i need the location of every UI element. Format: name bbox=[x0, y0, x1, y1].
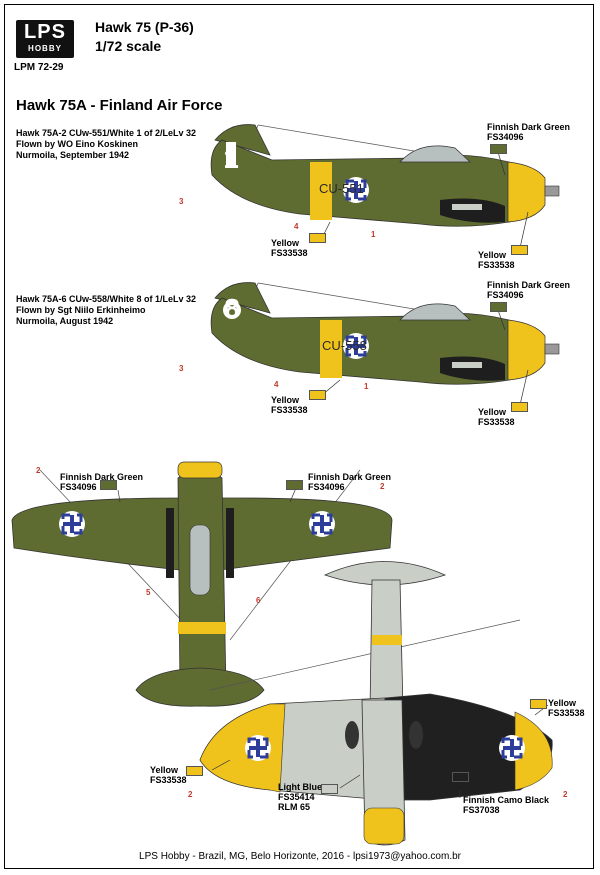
top-view-callout-6: 6 bbox=[256, 596, 261, 605]
bottom-view-blue-code-1: FS35414 bbox=[278, 792, 315, 802]
profile-2-callout-4: 4 bbox=[274, 380, 279, 389]
profile-2-yellow-right-code: FS33538 bbox=[478, 417, 515, 427]
bottom-view-yellow-left-swatch bbox=[186, 766, 203, 776]
profile-1-caption-line-1: Hawk 75A-2 CUw-551/White 1 of 2/LeLv 32 bbox=[16, 128, 197, 138]
profile-2-caption-line-2: Flown by Sgt Niilo Erkinheimo bbox=[16, 305, 146, 315]
profile-2-yellow-left-code: FS33538 bbox=[271, 405, 308, 415]
profile-1-callout-4: 4 bbox=[294, 222, 299, 231]
profile-2-caption-line-1: Hawk 75A-6 CUw-558/White 8 of 1/LeLv 32 bbox=[16, 294, 197, 304]
profile-1-yellow-left-name: Yellow bbox=[271, 238, 300, 248]
top-view-aircraft bbox=[11, 461, 393, 707]
bottom-view-yellow-right-swatch bbox=[530, 699, 547, 709]
profile-1-yellow-right-name: Yellow bbox=[478, 250, 507, 260]
bottom-view-callout-2-right: 2 bbox=[563, 790, 568, 799]
profile-2-tail-number: 8 bbox=[224, 293, 240, 324]
bottom-view-blue-swatch bbox=[321, 784, 338, 794]
footer-text: LPS Hobby - Brazil, MG, Belo Horizonte, … bbox=[139, 851, 461, 862]
bottom-view-blue-label: Light Blue FS35414 RLM 65 bbox=[278, 782, 322, 812]
top-view-green-right-code: FS34096 bbox=[308, 482, 345, 492]
profile-1-yellow-right-code: FS33538 bbox=[478, 260, 515, 270]
profile-2-yellow-left-label: Yellow FS33538 bbox=[271, 395, 308, 415]
bottom-view-yellow-left-name: Yellow bbox=[150, 765, 179, 775]
top-view-green-left-name: Finnish Dark Green bbox=[60, 472, 144, 482]
profile-1-green-name: Finnish Dark Green bbox=[487, 122, 571, 132]
profile-2-green-name: Finnish Dark Green bbox=[487, 280, 571, 290]
profile-1-caption: Hawk 75A-2 CUw-551/White 1 of 2/LeLv 32 … bbox=[16, 128, 196, 161]
profile-1-yellow-left-swatch bbox=[309, 233, 326, 243]
page-frame bbox=[4, 4, 594, 869]
top-view-green-right-swatch bbox=[286, 480, 303, 490]
profile-1-caption-line-3: Nurmoila, September 1942 bbox=[16, 150, 130, 160]
bottom-view-black-code: FS37038 bbox=[463, 805, 500, 815]
leader-lines bbox=[117, 151, 549, 798]
bottom-view-black-name: Finnish Camo Black bbox=[463, 795, 550, 805]
bottom-view-black-label: Finnish Camo Black FS37038 bbox=[463, 795, 549, 815]
profile-1-green-label: Finnish Dark Green FS34096 bbox=[487, 122, 570, 142]
bottom-view-yellow-right-name: Yellow bbox=[548, 698, 577, 708]
profile-2-aircraft bbox=[210, 282, 560, 385]
profile-1-yellow-right-swatch bbox=[511, 245, 528, 255]
bottom-view-yellow-left-label: Yellow FS33538 bbox=[150, 765, 187, 785]
profile-1-aircraft bbox=[210, 124, 560, 227]
profile-1-yellow-left-code: FS33538 bbox=[271, 248, 308, 258]
top-view-green-left-swatch bbox=[100, 480, 117, 490]
bottom-view-yellow-right-code: FS33538 bbox=[548, 708, 585, 718]
top-view-callout-5: 5 bbox=[146, 588, 151, 597]
bottom-view-black-swatch bbox=[452, 772, 469, 782]
logo-sub: HOBBY bbox=[28, 44, 62, 53]
bottom-view-blue-name: Light Blue bbox=[278, 782, 322, 792]
page-title: Hawk 75 (P-36) bbox=[95, 19, 194, 35]
profile-1-tail-number: 1 bbox=[223, 143, 239, 174]
product-code: LPM 72-29 bbox=[14, 62, 64, 73]
profile-2-yellow-right-name: Yellow bbox=[478, 407, 507, 417]
bottom-view-aircraft bbox=[199, 561, 553, 846]
profile-2-green-code: FS34096 bbox=[487, 290, 524, 300]
scale-label: 1/72 scale bbox=[95, 38, 162, 54]
profile-2-yellow-left-name: Yellow bbox=[271, 395, 300, 405]
bottom-view-callout-2-left: 2 bbox=[188, 790, 193, 799]
top-view-callout-2-right: 2 bbox=[380, 482, 385, 491]
profile-1-caption-line-2: Flown by WO Eino Koskinen bbox=[16, 139, 139, 149]
profile-1-yellow-left-label: Yellow FS33538 bbox=[271, 238, 308, 258]
bottom-view-yellow-left-code: FS33538 bbox=[150, 775, 187, 785]
profile-1-fuselage-code: CU-551 bbox=[319, 181, 364, 196]
profile-2-caption-line-3: Nurmoila, August 1942 bbox=[16, 316, 114, 326]
bottom-view-yellow-right-label: Yellow FS33538 bbox=[548, 698, 585, 718]
profile-2-green-swatch bbox=[490, 302, 507, 312]
top-view-green-right-name: Finnish Dark Green bbox=[308, 472, 392, 482]
profile-2-callout-3: 3 bbox=[179, 364, 184, 373]
profile-1-yellow-right-label: Yellow FS33538 bbox=[478, 250, 515, 270]
profile-2-caption: Hawk 75A-6 CUw-558/White 8 of 1/LeLv 32 … bbox=[16, 294, 196, 327]
profile-1-callout-1: 1 bbox=[371, 230, 376, 239]
bottom-view-blue-code-2: RLM 65 bbox=[278, 802, 311, 812]
logo-main: LPS bbox=[24, 21, 66, 43]
top-view-green-left-label: Finnish Dark Green FS34096 bbox=[60, 472, 143, 492]
profile-1-callout-3: 3 bbox=[179, 197, 184, 206]
top-view-green-right-label: Finnish Dark Green FS34096 bbox=[308, 472, 391, 492]
top-view-callout-2-left: 2 bbox=[36, 466, 41, 475]
profile-1-green-swatch bbox=[490, 144, 507, 154]
profile-2-fuselage-code: CU-558 bbox=[322, 338, 367, 353]
profile-2-yellow-right-swatch bbox=[511, 402, 528, 412]
top-view-green-left-code: FS34096 bbox=[60, 482, 97, 492]
section-title: Hawk 75A - Finland Air Force bbox=[16, 97, 223, 114]
profile-1-green-code: FS34096 bbox=[487, 132, 524, 142]
lps-hobby-logo: LPS HOBBY bbox=[16, 20, 74, 58]
profile-2-callout-1: 1 bbox=[364, 382, 369, 391]
profile-2-green-label: Finnish Dark Green FS34096 bbox=[487, 280, 570, 300]
profile-2-yellow-left-swatch bbox=[309, 390, 326, 400]
profile-2-yellow-right-label: Yellow FS33538 bbox=[478, 407, 515, 427]
